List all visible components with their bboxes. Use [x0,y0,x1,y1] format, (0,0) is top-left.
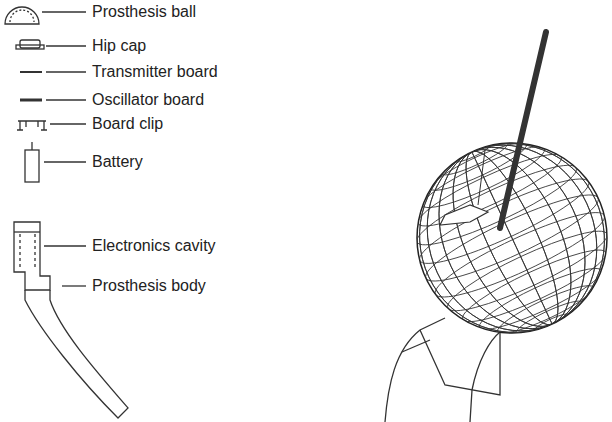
assembled-prosthesis [385,318,500,422]
ball-icon [5,7,39,24]
part-label: Prosthesis ball [92,2,196,22]
part-label: Oscillator board [92,90,204,110]
antenna [500,32,546,228]
part-label: Board clip [92,114,163,134]
part-label: Hip cap [92,36,146,56]
part-label: Prosthesis body [92,276,206,296]
part-label: Electronics cavity [92,236,216,256]
part-label: Transmitter board [92,62,218,82]
part-label: Battery [92,152,143,172]
